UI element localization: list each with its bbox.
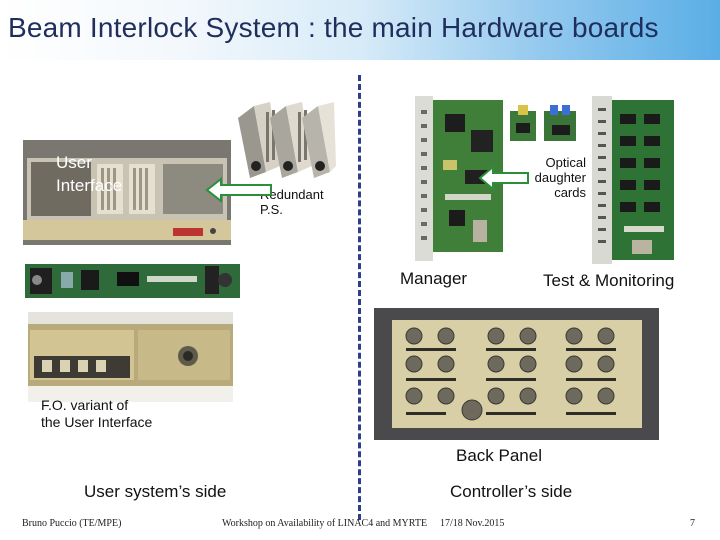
fo-variant-label: F.O. variant of the User Interface [41,397,153,430]
user-interface-chassis-photo [23,140,231,245]
optical-cards-photo [508,103,580,147]
back-panel-label: Back Panel [456,446,542,465]
optical-cards-label: Optical daughter cards [534,155,586,200]
redundant-ps-arrow [205,176,275,204]
user-side-label: User system’s side [84,482,227,501]
user-interface-board-photo [25,258,240,304]
section-divider [358,75,361,520]
test-monitoring-board-photo [588,92,678,267]
footer-workshop: Workshop on Availability of LINAC4 and M… [222,518,428,529]
redundant-power-supply-photo [236,100,336,178]
manager-label: Manager [400,269,468,288]
test-monitoring-label: Test & Monitoring [543,271,675,290]
controller-side-label: Controller’s side [450,482,573,501]
fo-variant-photo [28,312,233,402]
redundant-ps-label: Redundant P.S. [260,187,324,217]
page-number: 7 [690,518,695,529]
slide-title: Beam Interlock System : the main Hardwar… [8,12,659,43]
footer-date: 17/18 Nov.2015 [440,518,505,529]
user-interface-label: User Interface [56,153,123,195]
back-panel-photo [374,308,659,440]
title-bar [0,0,720,60]
optical-cards-arrow [478,165,530,191]
footer-author: Bruno Puccio (TE/MPE) [22,518,122,529]
